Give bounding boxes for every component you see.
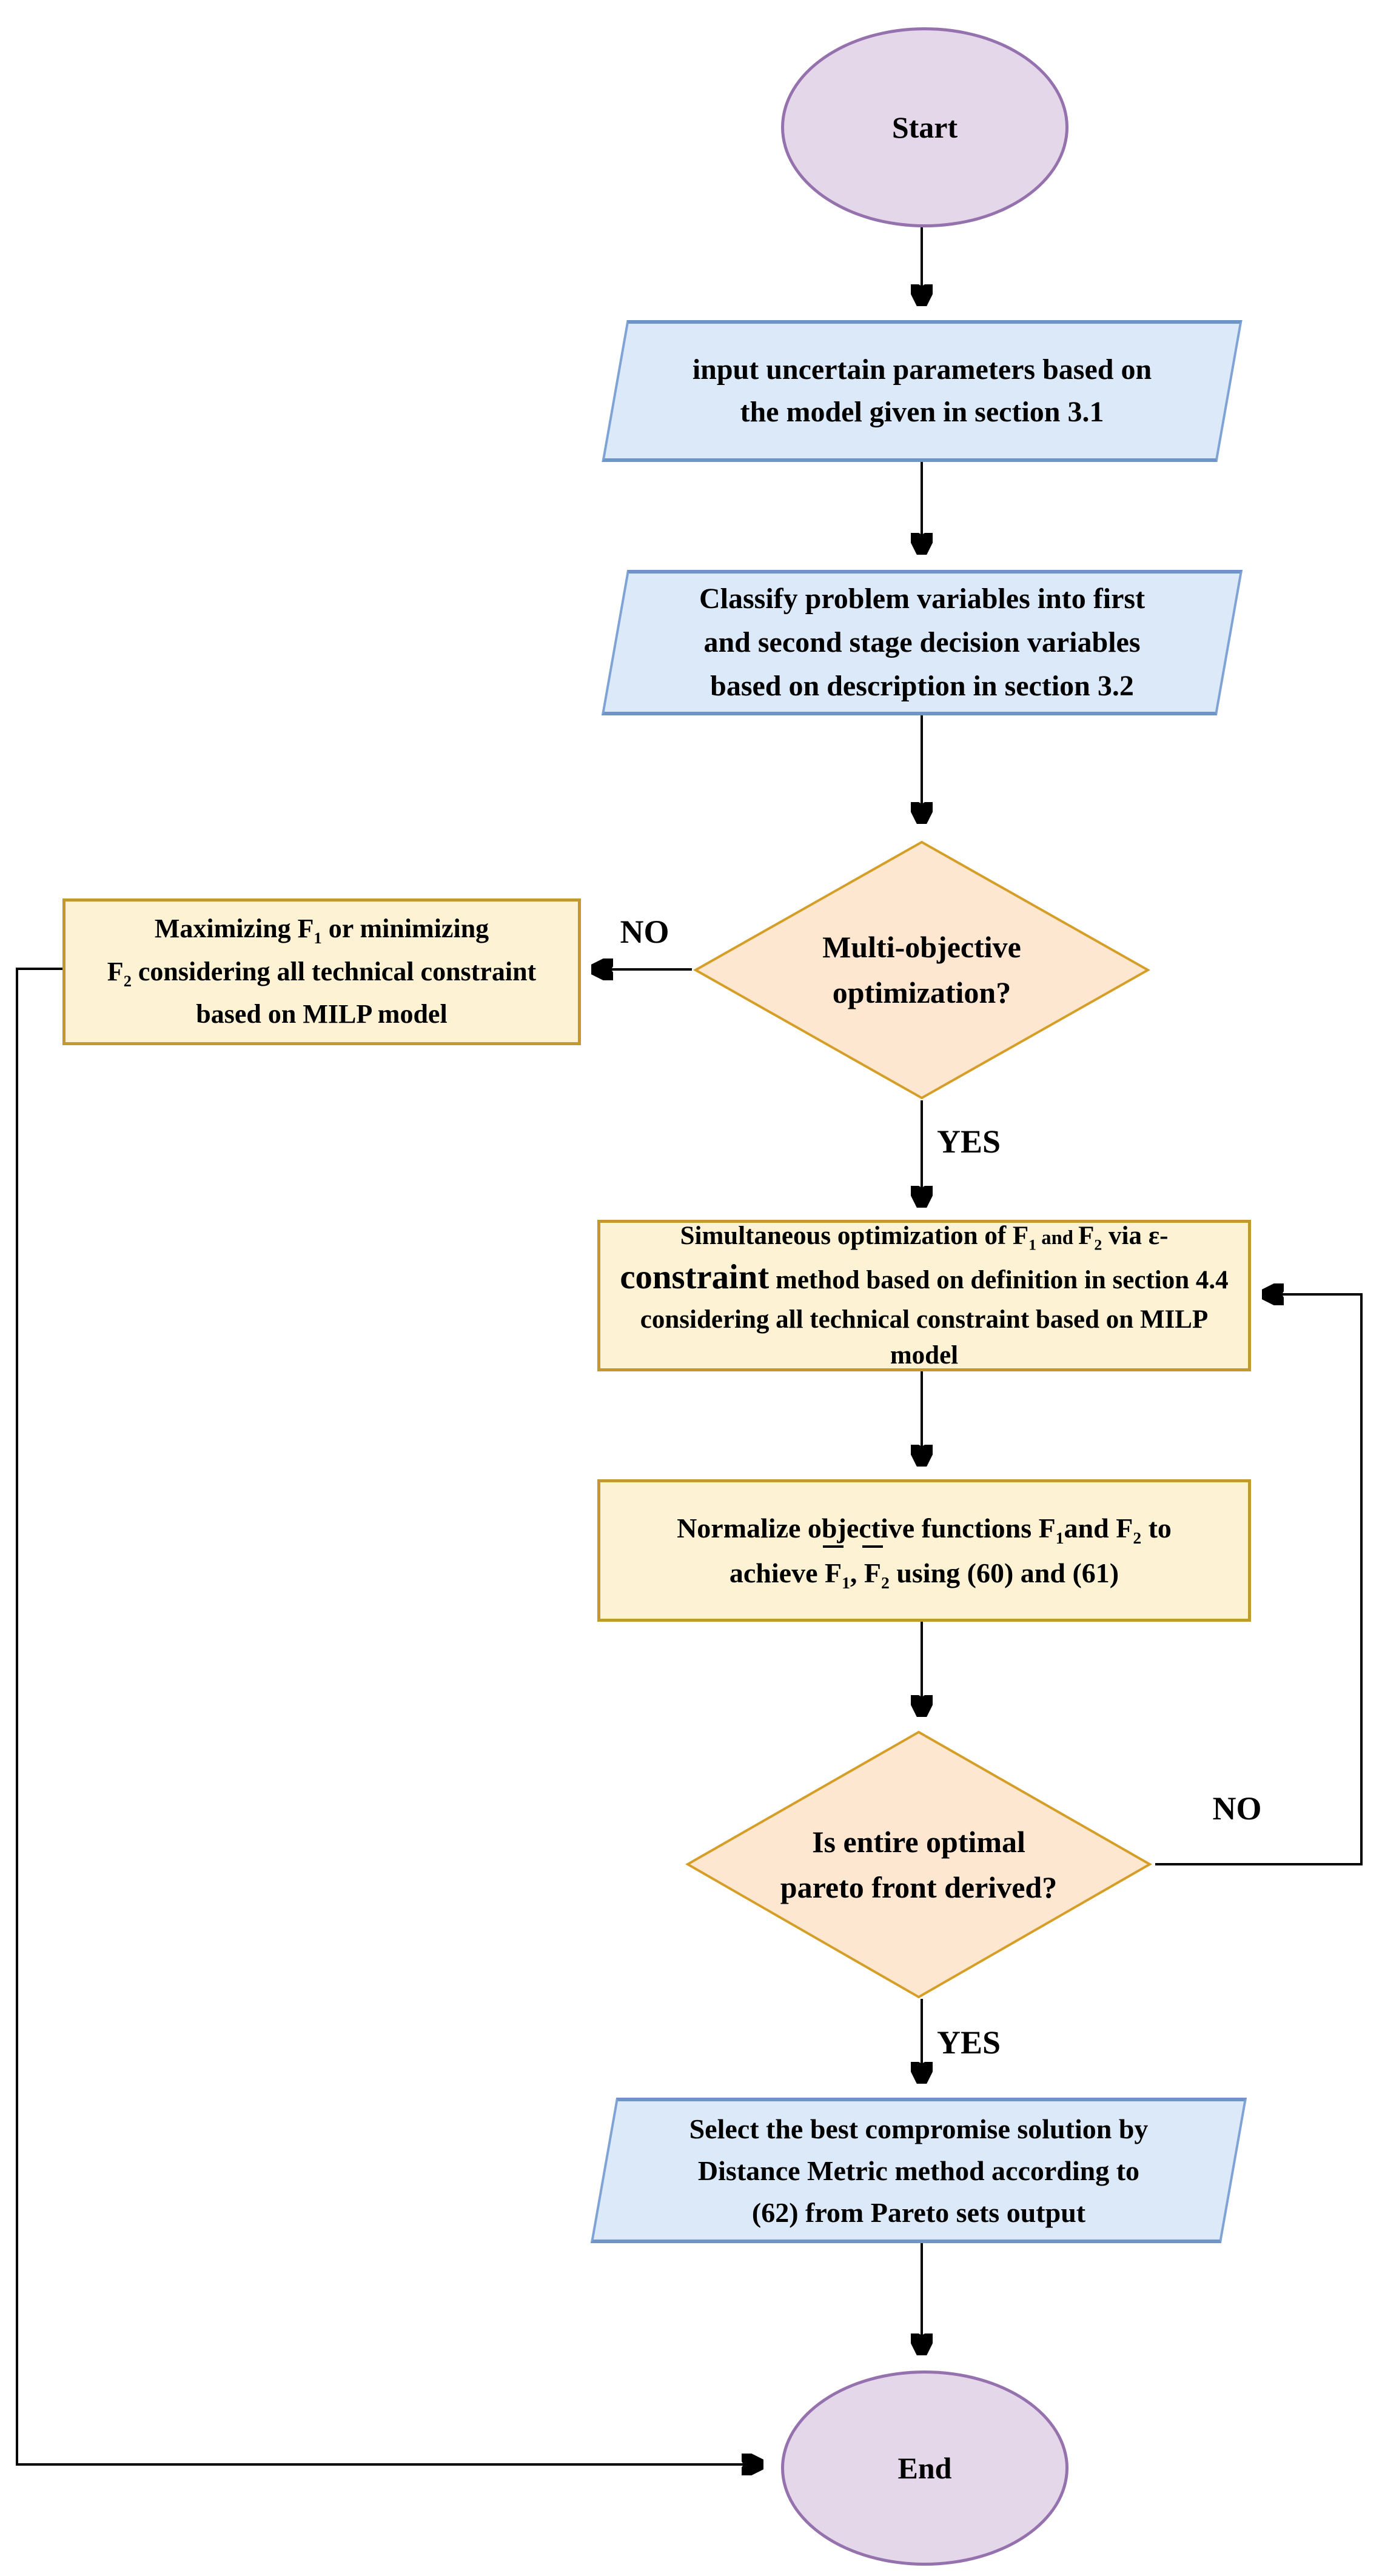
normalize-node: Normalize objective functions F1and F2 t… — [597, 1479, 1251, 1622]
edge-single-objective-to-end — [16, 968, 759, 2464]
start-node: Start — [781, 27, 1068, 227]
normalize-text: Normalize objective functions F1and F2 t… — [600, 1506, 1248, 1595]
end-label: End — [897, 2451, 952, 2485]
edge-no-loop-back — [1155, 1294, 1363, 1865]
yes-label-first: YES — [937, 1123, 1001, 1160]
diamond-shape — [693, 840, 1150, 1100]
yes-label-second: YES — [937, 2024, 1001, 2061]
epsilon-constraint-node: Simultaneous optimization of F1 and F2 v… — [597, 1220, 1251, 1371]
diamond-shape — [685, 1730, 1152, 1999]
start-label: Start — [891, 110, 958, 144]
end-node: End — [781, 2370, 1068, 2566]
no-label-left: NO — [620, 914, 669, 950]
no-label-loop: NO — [1212, 1790, 1262, 1827]
epsilon-constraint-text: Simultaneous optimization of F1 and F2 v… — [620, 1221, 1229, 1370]
